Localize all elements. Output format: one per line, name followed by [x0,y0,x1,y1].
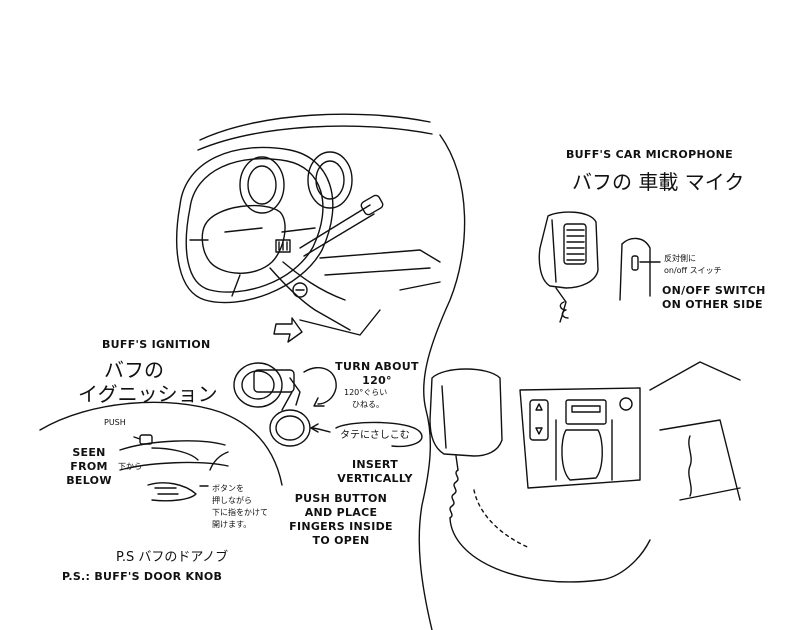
from-below-jp: 下から [118,462,142,471]
console-cradle-sketch [430,362,740,582]
key-icon [234,363,310,446]
ignition-title-en: BUFF'S IGNITION [102,338,211,351]
door-en-1: PUSH BUTTON [294,492,388,505]
turn-arrow [304,368,336,404]
door-en-3: FINGERS INSIDE [289,520,393,533]
steering-wheel-sketch [177,114,440,335]
ignition-title-jp-2: イグニッション [78,382,218,406]
insert-arrow [312,428,330,432]
push-label: PUSH [104,418,126,427]
door-jp-1: ボタンを [212,484,244,493]
mic-switch-jp-1: 反対側に [664,254,696,263]
mic-title-en: BUFF'S CAR MICROPHONE [566,148,733,161]
turn-en-2: 120° [362,374,392,387]
insert-en-1: INSERT [351,458,398,471]
microphone-sketch [539,212,660,322]
seen-from-below-2: FROM [70,460,108,473]
insert-jp: タテにさしこむ [340,430,410,441]
turn-jp-2: ひねる。 [352,400,384,409]
door-en-4: TO OPEN [312,534,370,547]
ps-jp: P.S バフのドアノブ [116,550,229,565]
door-knob-sketch [120,435,228,501]
seen-from-below-1: SEEN [72,446,106,459]
ps-en: P.S.: BUFF'S DOOR KNOB [62,570,223,583]
mic-switch-jp-2: on/off スイッチ [664,266,722,275]
divider-curve [419,135,464,630]
arrow-icon [274,318,302,342]
turn-en-1: TURN ABOUT [335,360,419,373]
door-jp-3: 下に指をかけて [212,508,268,517]
mic-title-jp: バフの 車載 マイク [572,170,745,194]
seen-from-below-3: BELOW [66,474,112,487]
door-jp-4: 開けます。 [212,520,252,529]
mic-switch-en-1: ON/OFF SWITCH [662,284,766,297]
door-en-2: AND PLACE [304,506,378,519]
mic-switch-en-2: ON OTHER SIDE [662,298,763,311]
turn-jp-1: 120°ぐらい [344,388,388,397]
insert-en-2: VERTICALLY [337,472,413,485]
ignition-title-jp-1: バフの [104,358,164,382]
door-knob-circle [40,402,282,485]
door-jp-2: 押しながら [212,496,252,505]
